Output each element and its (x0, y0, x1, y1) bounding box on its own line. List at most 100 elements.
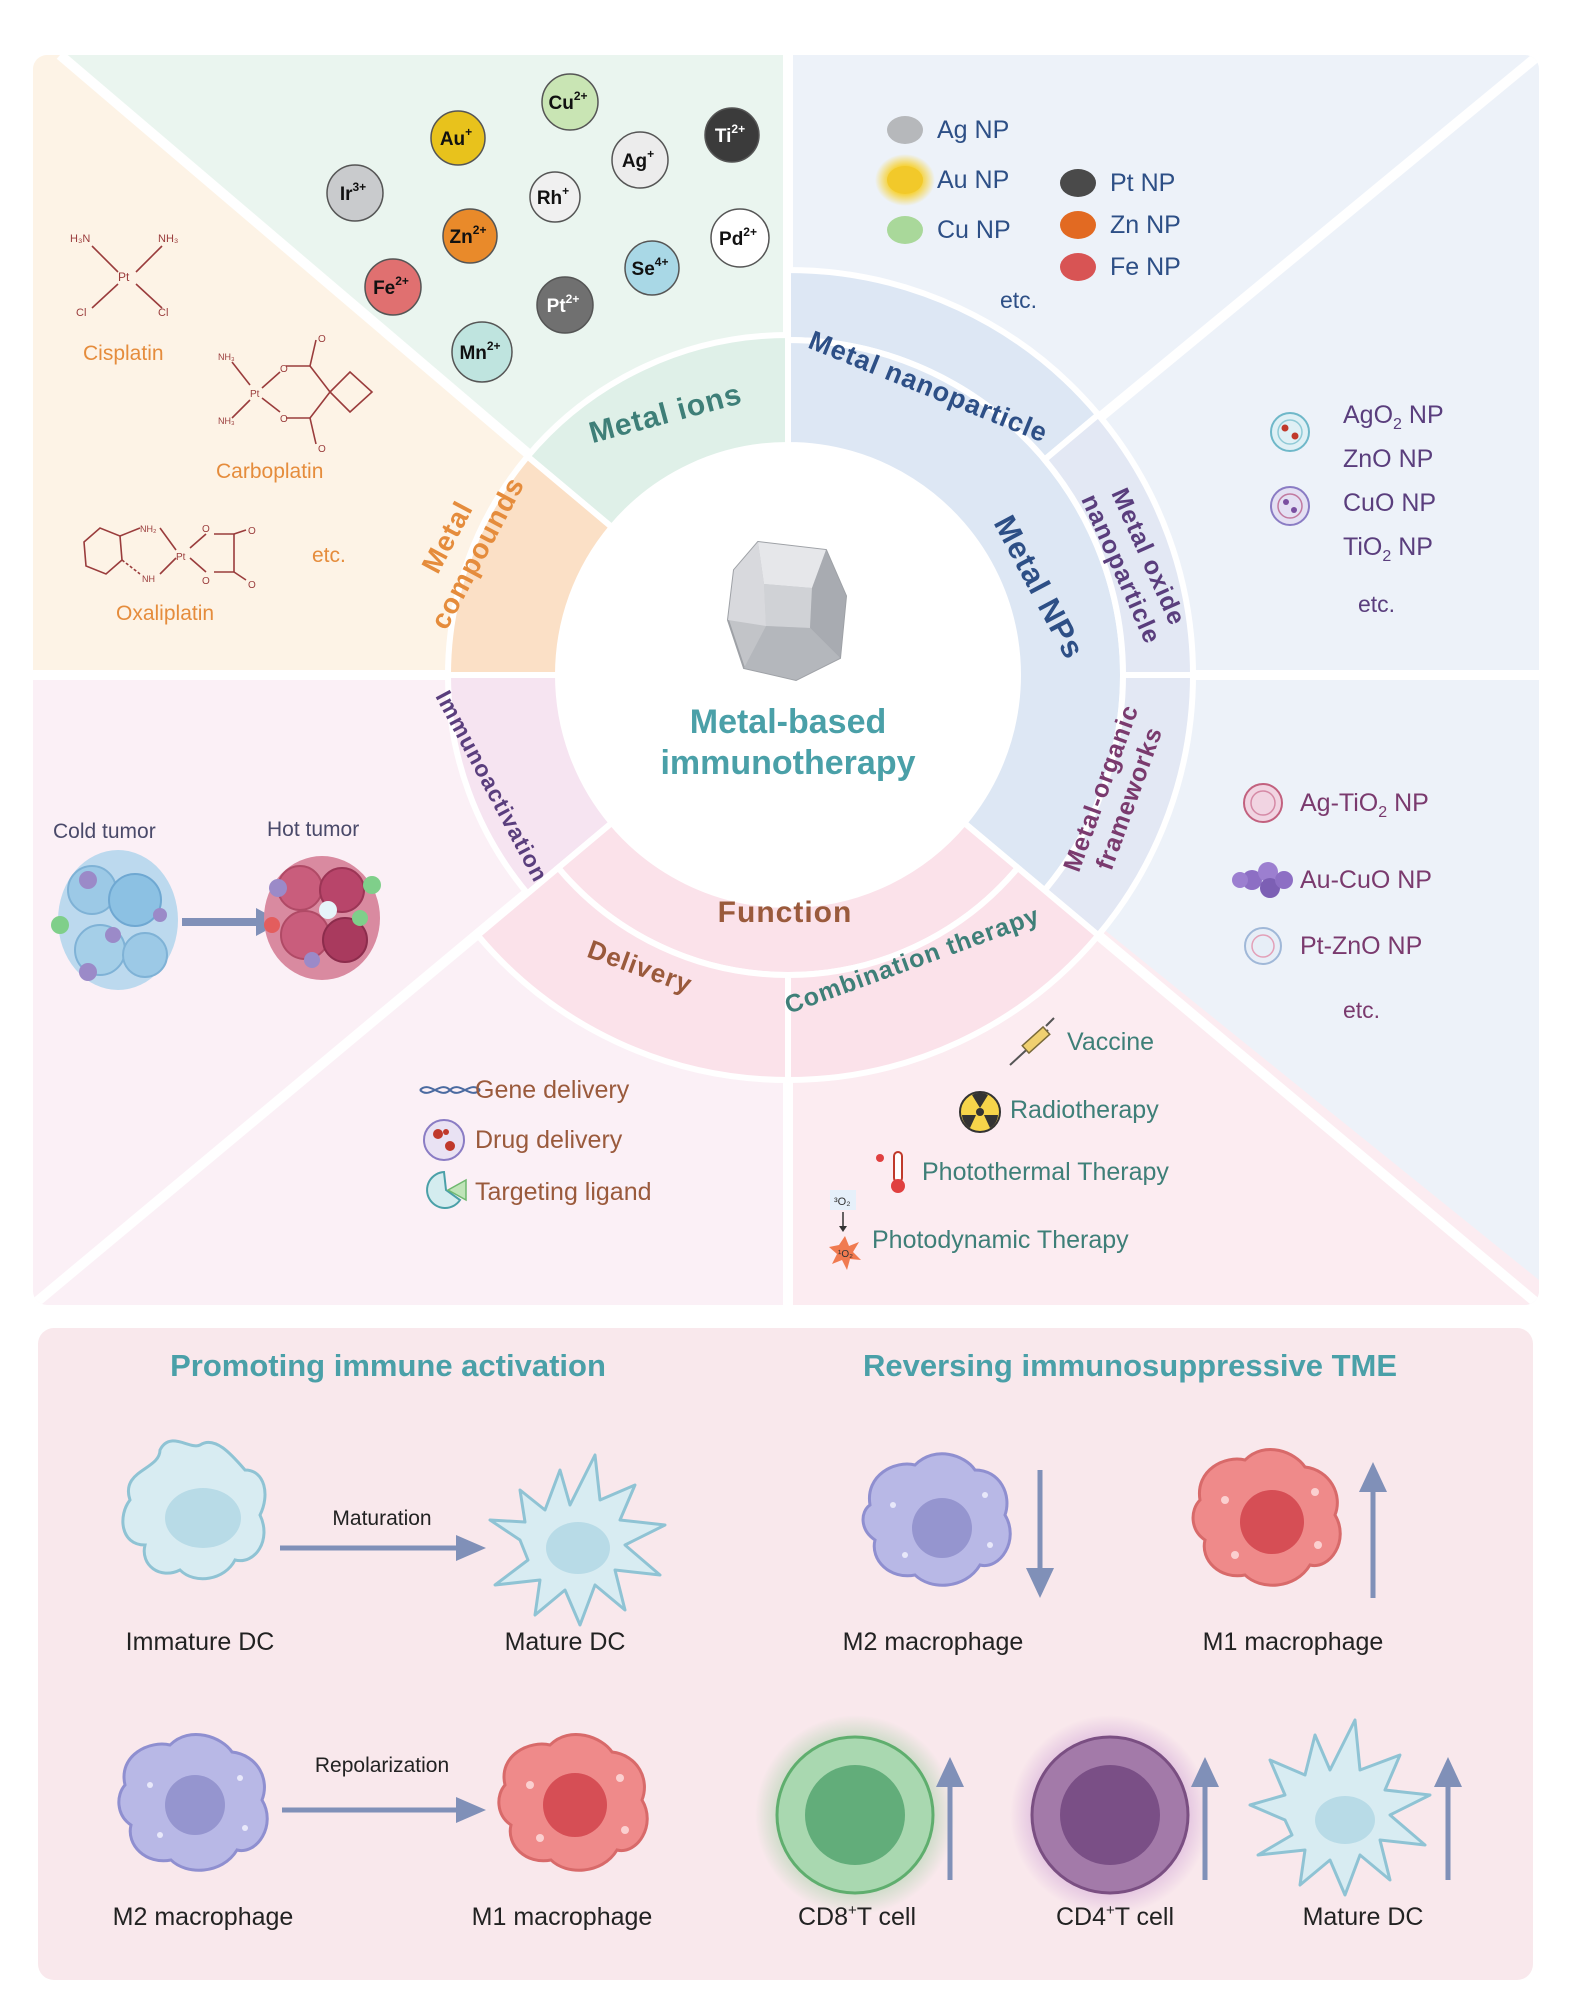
metal-np-label: Fe NP (1110, 253, 1181, 281)
mof-np-label: Au-CuO NP (1300, 866, 1432, 894)
cold-tumor-icon (51, 850, 178, 990)
svg-text:Mn2+: Mn2+ (459, 339, 500, 364)
cd4-up-arrow-head (1191, 1757, 1219, 1787)
title-reversing-tme: Reversing immunosuppressive TME (863, 1348, 1397, 1383)
pdt-icon: ³O₂ ¹O₂ (829, 1190, 861, 1270)
m1-macrophage-cell-bottom (497, 1733, 649, 1872)
label-mature-dc-left: Mature DC (505, 1628, 626, 1656)
delivery-item-label: Drug delivery (475, 1126, 623, 1154)
ion-cu: Cu2+ (541, 73, 599, 131)
ion-zn: Zn2+ (442, 208, 498, 264)
dc-up-arrow-head (1434, 1757, 1462, 1787)
label-m1-macrophage-top: M1 macrophage (1203, 1628, 1384, 1656)
cis-cl-right: Cl (158, 307, 168, 319)
label-cold-tumor: Cold tumor (53, 820, 156, 843)
oxa-o1: O (202, 524, 210, 535)
oxide-np-icon-2 (1270, 486, 1310, 526)
mof-np-icon-2 (1232, 862, 1293, 898)
label-hot-tumor: Hot tumor (267, 818, 359, 841)
carbo-pt: Pt (250, 389, 260, 400)
label-m2-macrophage-top: M2 macrophage (843, 1628, 1024, 1656)
label-repolarization: Repolarization (315, 1754, 449, 1777)
oxide-etc: etc. (1358, 591, 1395, 617)
ion-mn: Mn2+ (451, 321, 513, 383)
oxide-np-label: TiO2 NP (1343, 533, 1433, 565)
metal-np-item: Pt NP (1060, 169, 1175, 197)
compounds-etc: etc. (312, 544, 346, 567)
cis-nh3: NH₃ (158, 233, 178, 245)
cis-h3n: H₃N (70, 233, 90, 245)
mof-np-label: Pt-ZnO NP (1300, 932, 1422, 960)
carbo-o3: O (318, 334, 326, 345)
ion-ir: Ir3+ (326, 164, 384, 222)
metal-np-item: Au NP (875, 154, 1009, 206)
label-carboplatin: Carboplatin (216, 460, 323, 483)
combination-item-label: Vaccine (1067, 1028, 1154, 1056)
metal-ions-group: Cu2+Au+Ag+Ti2+Ir3+Rh+Zn2+Pd2+Se4+Fe2+Pt2… (326, 73, 770, 383)
ring-seg-combination (785, 863, 1103, 1084)
m2-macrophage-cell-top (861, 1452, 1012, 1587)
svg-text:Zn2+: Zn2+ (450, 223, 487, 248)
crystal-icon (726, 540, 848, 682)
svg-text:Rh+: Rh+ (537, 184, 569, 209)
oxaliplatin-structure (83, 527, 247, 581)
m1-macrophage-cell-top (1191, 1448, 1342, 1587)
ion-fe: Fe2+ (364, 258, 422, 316)
m2-down-arrow-head (1026, 1568, 1054, 1598)
label-m2-macrophage-bottom: M2 macrophage (113, 1903, 294, 1931)
cd8-up-arrow-head (936, 1757, 964, 1787)
metal-nps-etc: etc. (1000, 287, 1037, 313)
drug-delivery-icon (423, 1119, 465, 1161)
oxa-o3: O (248, 526, 256, 537)
oxide-np-label: AgO2 NP (1343, 401, 1444, 433)
cisplatin-structure (91, 245, 163, 309)
mature-dc-cell-right (1248, 1718, 1432, 1897)
ion-pt: Pt2+ (536, 276, 594, 334)
m2-macrophage-cell-bottom (117, 1733, 269, 1872)
pdt-singlet: ¹O₂ (838, 1249, 853, 1260)
label-immature-dc: Immature DC (126, 1628, 275, 1656)
svg-text:Au+: Au+ (440, 125, 472, 150)
label-oxaliplatin: Oxaliplatin (116, 602, 214, 625)
metal-np-label: Au NP (937, 166, 1009, 194)
metal-np-label: Zn NP (1110, 211, 1181, 239)
combination-item-label: Radiotherapy (1010, 1096, 1159, 1124)
oxa-nh: NH (142, 574, 155, 584)
metal-np-item: Zn NP (1060, 211, 1181, 239)
carbo-nh3-top: NH₃ (218, 352, 235, 362)
ring-label-function: Function (718, 896, 853, 929)
oxa-o2: O (202, 576, 210, 587)
metal-np-item: Cu NP (887, 216, 1011, 244)
maturation-arrow-head (456, 1535, 486, 1561)
mof-np-label: Ag-TiO2 NP (1300, 789, 1429, 821)
combination-item-label: Photodynamic Therapy (872, 1226, 1129, 1254)
ion-ag: Ag+ (611, 131, 669, 189)
delivery-item-label: Targeting ligand (475, 1178, 652, 1206)
hot-tumor-icon (264, 856, 381, 980)
combination-item-label: Photothermal Therapy (922, 1158, 1169, 1186)
label-cisplatin: Cisplatin (83, 342, 164, 365)
thermometer-icon (876, 1151, 905, 1193)
vaccine-icon (1009, 1017, 1055, 1066)
svg-text:Ti2+: Ti2+ (715, 122, 745, 147)
ring-seg-delivery (473, 863, 791, 1084)
carbo-o1: O (280, 364, 288, 375)
cis-pt: Pt (118, 270, 130, 284)
immature-dc-cell (121, 1439, 267, 1581)
mof-etc: etc. (1343, 997, 1380, 1023)
center-title-line2: immunotherapy (660, 744, 915, 782)
carbo-o2: O (280, 414, 288, 425)
svg-text:Fe2+: Fe2+ (373, 274, 409, 299)
svg-text:Cu2+: Cu2+ (548, 89, 587, 114)
cd4-t-cell (1010, 1715, 1210, 1915)
mof-np-icon-3 (1244, 927, 1282, 965)
cis-cl-left: Cl (76, 307, 86, 319)
metal-np-label: Pt NP (1110, 169, 1175, 197)
center-title-line1: Metal-based (690, 703, 887, 741)
svg-text:Se4+: Se4+ (632, 255, 669, 280)
svg-text:Ir3+: Ir3+ (340, 180, 366, 205)
oxa-pt: Pt (176, 552, 186, 563)
